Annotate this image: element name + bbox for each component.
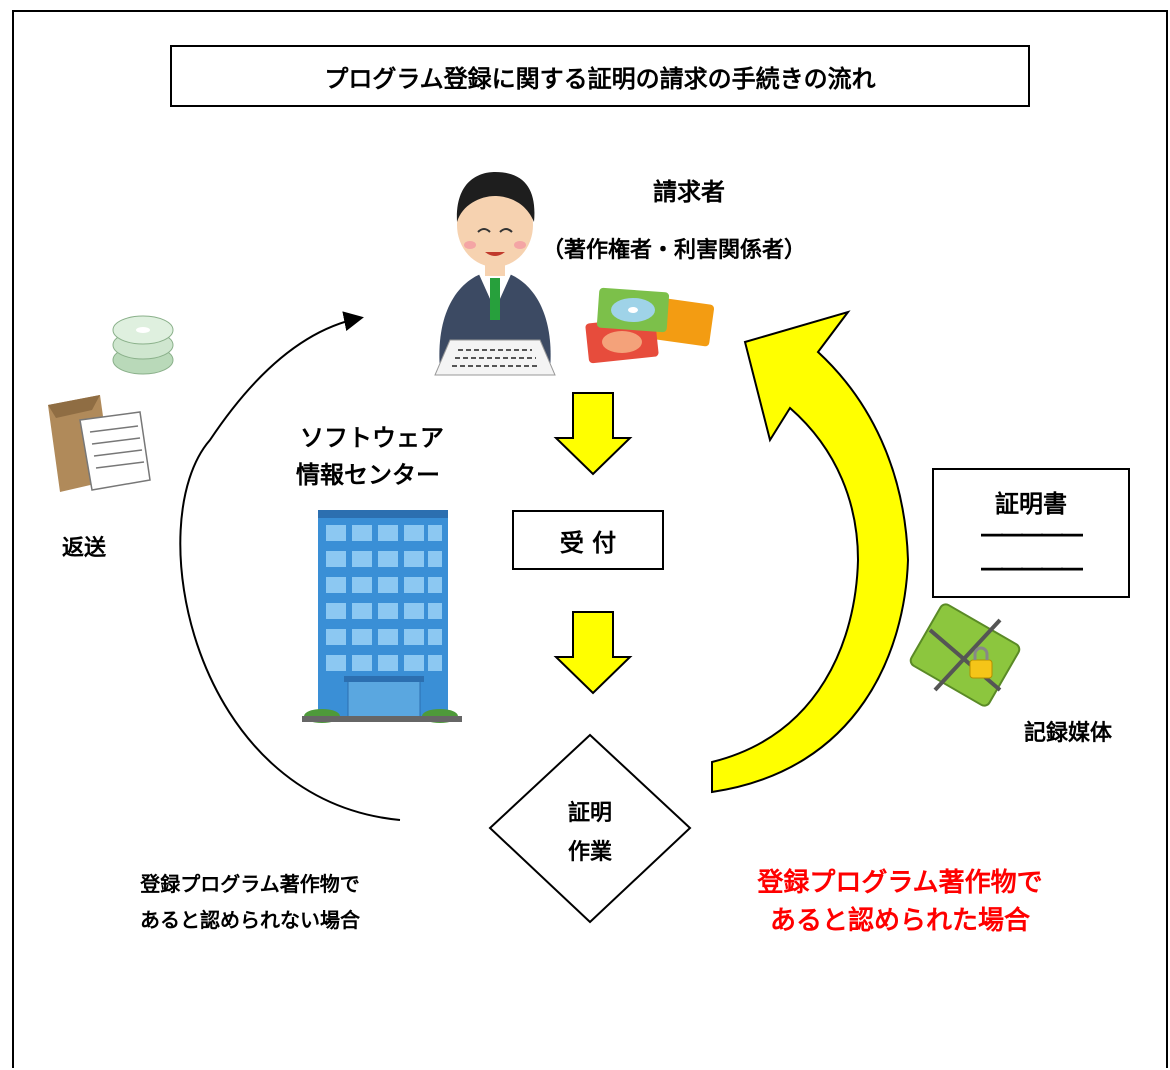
recognized-line2: あると認められた場合 [769, 906, 1030, 936]
disc-cases-illustration [585, 287, 715, 364]
envelope-illustration [48, 395, 151, 492]
certificate-line-1: ――――― [981, 522, 1083, 547]
work-label-line1: 証明 [567, 801, 612, 826]
media-label: 記録媒体 [1024, 721, 1113, 746]
requester-sublabel: （著作権者・利害関係者） [542, 238, 807, 263]
work-label-line2: 作業 [567, 840, 612, 865]
certificate-label: 証明書 [995, 490, 1067, 518]
center-name-line2: 情報センター [296, 461, 440, 489]
requester-illustration [434, 172, 556, 376]
diagram-title: プログラム登録に関する証明の請求の手続きの流れ [170, 45, 1030, 107]
center-name-line1: ソフトウェア [300, 424, 444, 452]
discs-illustration [112, 315, 174, 375]
return-arc [179, 311, 401, 821]
certificate-line-2: ――――― [981, 556, 1083, 581]
down-arrow-1 [553, 392, 633, 476]
requester-label: 請求者 [653, 178, 725, 206]
not-recognized-line2: あると認められない場合 [140, 908, 360, 932]
work-diamond [488, 733, 692, 924]
building-illustration [302, 510, 462, 723]
certificate-box: 証明書 ――――― ――――― [932, 468, 1130, 598]
result-arrow [711, 310, 910, 794]
not-recognized-line1: 登録プログラム著作物で [140, 872, 360, 896]
reception-label: 受 付 [559, 528, 617, 557]
down-arrow-2 [553, 611, 633, 695]
reception-box: 受 付 [512, 510, 664, 570]
recognized-line1: 登録プログラム著作物で [757, 868, 1043, 898]
diagram-frame [12, 10, 1168, 1068]
locked-media-illustration [909, 603, 1021, 707]
return-label: 返送 [62, 536, 107, 561]
